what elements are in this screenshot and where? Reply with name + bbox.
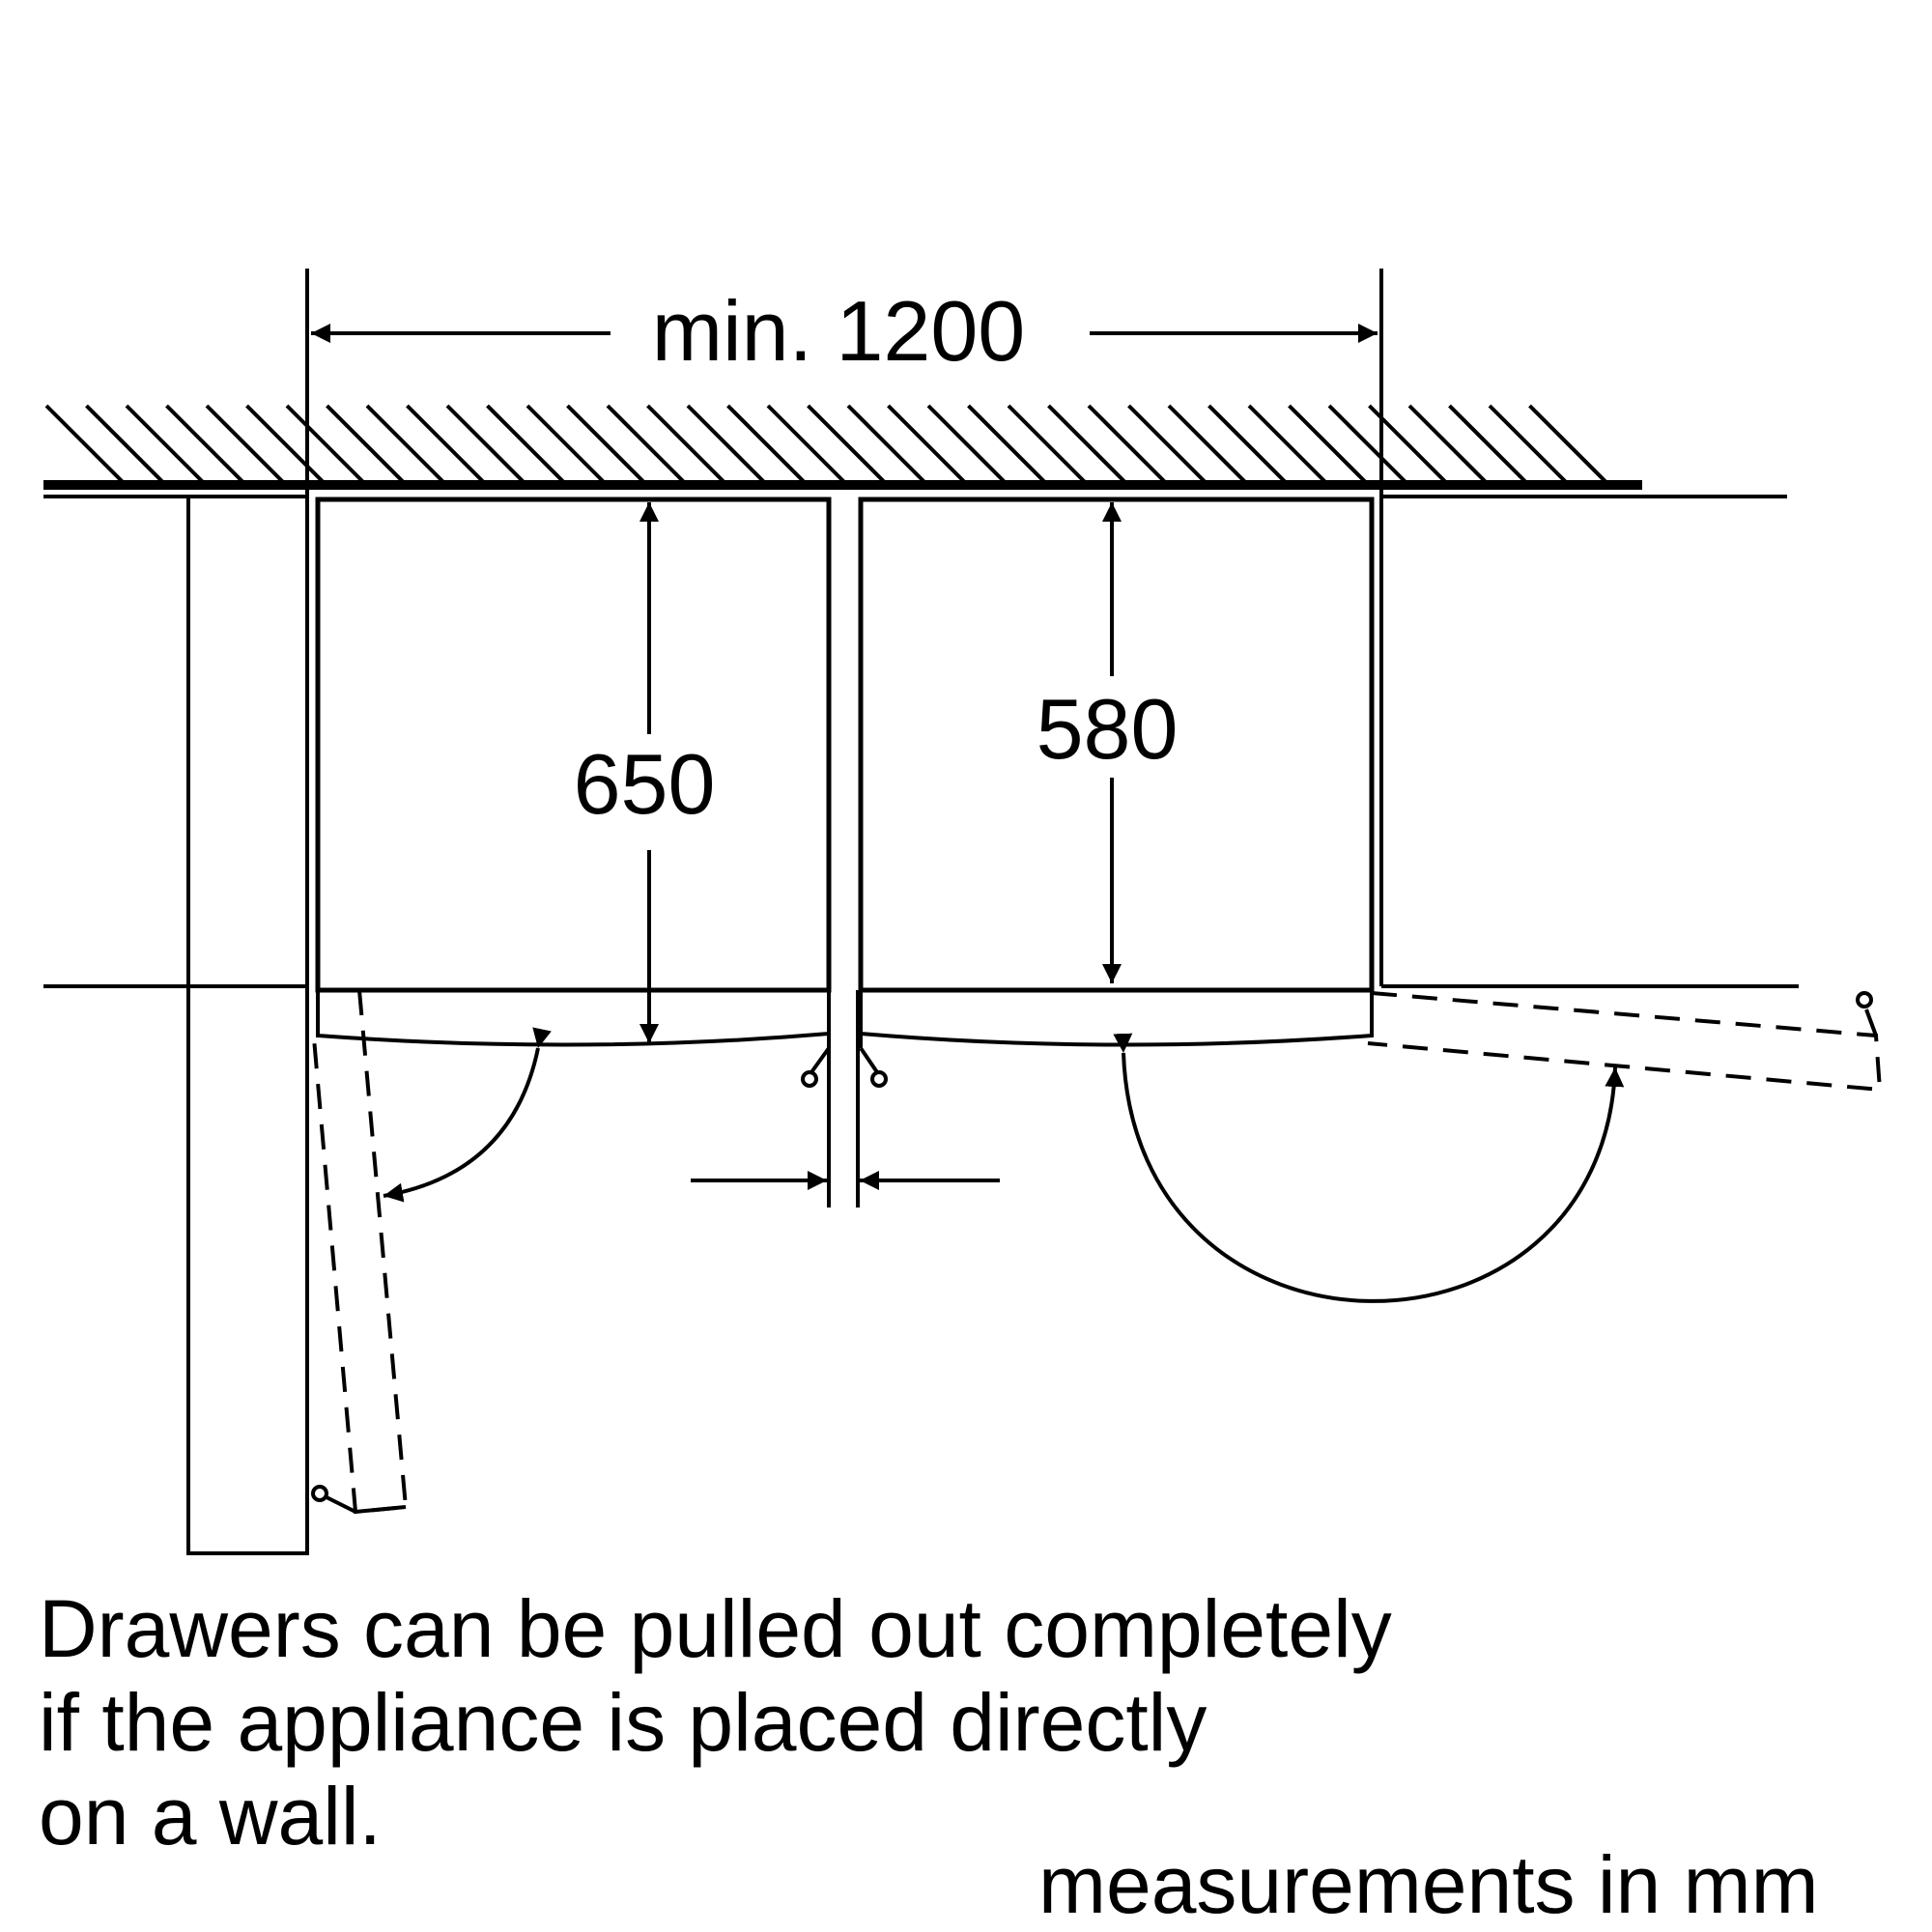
hatch-stroke bbox=[1208, 404, 1288, 485]
right-door-open bbox=[1367, 991, 1883, 1093]
depth-580-label: 580 bbox=[1037, 681, 1179, 777]
hatch-stroke bbox=[1087, 404, 1168, 485]
hatch-stroke bbox=[326, 404, 406, 485]
width-dimension-label: min. 1200 bbox=[652, 283, 1025, 379]
left-side-wall bbox=[186, 495, 309, 1555]
hatch-stroke bbox=[85, 404, 165, 485]
hatch-stroke bbox=[1047, 404, 1127, 485]
left-appliance-body bbox=[315, 497, 832, 993]
left-door-swing-arc bbox=[383, 1027, 552, 1203]
right-door-open-handle bbox=[1856, 991, 1878, 1037]
hatch-stroke bbox=[406, 404, 486, 485]
right-door-closed bbox=[859, 990, 1374, 1047]
caption-line-2: if the appliance is placed directly bbox=[39, 1677, 1208, 1768]
hatch-stroke bbox=[1327, 404, 1408, 485]
hatch-stroke bbox=[606, 404, 687, 485]
hatch-stroke bbox=[1488, 404, 1569, 485]
hatch-stroke bbox=[285, 404, 366, 485]
left-door-open-handle bbox=[311, 1485, 407, 1514]
hatch-stroke bbox=[566, 404, 646, 485]
hatch-stroke bbox=[887, 404, 967, 485]
hatch-stroke bbox=[846, 404, 927, 485]
hatch-stroke bbox=[245, 404, 326, 485]
hatch-stroke bbox=[1247, 404, 1328, 485]
hatch-stroke bbox=[445, 404, 526, 485]
caption-line-3: on a wall. bbox=[39, 1771, 382, 1861]
hatch-stroke bbox=[726, 404, 807, 485]
hatch-stroke bbox=[926, 404, 1008, 485]
hatch-stroke bbox=[1528, 404, 1608, 485]
caption-text: Drawers can be pulled out completely if … bbox=[39, 1582, 1681, 1863]
center-door-handles bbox=[801, 1034, 888, 1088]
hatch-stroke bbox=[125, 404, 206, 485]
depth-650-label: 650 bbox=[574, 736, 716, 832]
hatch-stroke bbox=[365, 404, 446, 485]
hatch-stroke bbox=[526, 404, 607, 485]
hatch-stroke bbox=[686, 404, 767, 485]
hatch-stroke bbox=[1288, 404, 1368, 485]
right-door-swing-arc bbox=[1113, 1033, 1625, 1303]
hatch-stroke bbox=[165, 404, 245, 485]
hatch-stroke bbox=[486, 404, 566, 485]
hatch-stroke bbox=[205, 404, 286, 485]
caption-line-1: Drawers can be pulled out completely bbox=[39, 1583, 1392, 1674]
gap-lines bbox=[827, 990, 860, 1208]
units-note: measurements in mm bbox=[1038, 1839, 1819, 1930]
left-door-open bbox=[312, 988, 409, 1515]
hatch-stroke bbox=[1167, 404, 1248, 485]
hatch-stroke bbox=[1407, 404, 1489, 485]
hatch-stroke bbox=[1127, 404, 1208, 485]
hatch-stroke bbox=[44, 404, 126, 485]
hatch-stroke bbox=[1007, 404, 1088, 485]
hatch-stroke bbox=[807, 404, 887, 485]
hatch-stroke bbox=[646, 404, 726, 485]
hatch-stroke bbox=[1448, 404, 1528, 485]
wall-hatching bbox=[44, 404, 1608, 485]
hatch-stroke bbox=[967, 404, 1047, 485]
right-appliance-body bbox=[858, 497, 1375, 993]
hatch-stroke bbox=[766, 404, 847, 485]
left-door-closed bbox=[316, 990, 831, 1047]
